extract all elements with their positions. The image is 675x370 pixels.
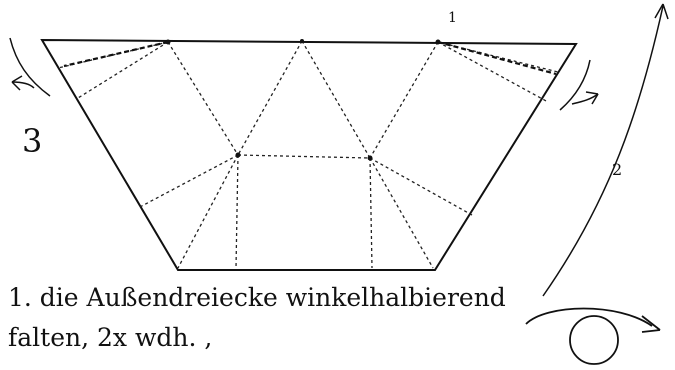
instruction-line-2: falten, 2x wdh. ,: [8, 323, 213, 352]
step-label-1: 1: [448, 10, 457, 26]
paper-outline: [40, 38, 578, 271]
instruction-line-1: 1. die Außendreiecke winkelhalbierend: [8, 283, 506, 312]
fold-arrow-right-icon: [559, 59, 599, 111]
step-label-3: 3: [22, 122, 42, 160]
long-arrow-icon: [542, 3, 669, 297]
step-label-2: 2: [612, 160, 622, 179]
fold-lines: [57, 40, 559, 269]
fold-arrow-left-icon: [9, 37, 51, 97]
fold-points: [165, 39, 441, 161]
fold-edges-top: [63, 40, 557, 76]
turn-over-icon: [525, 307, 661, 365]
